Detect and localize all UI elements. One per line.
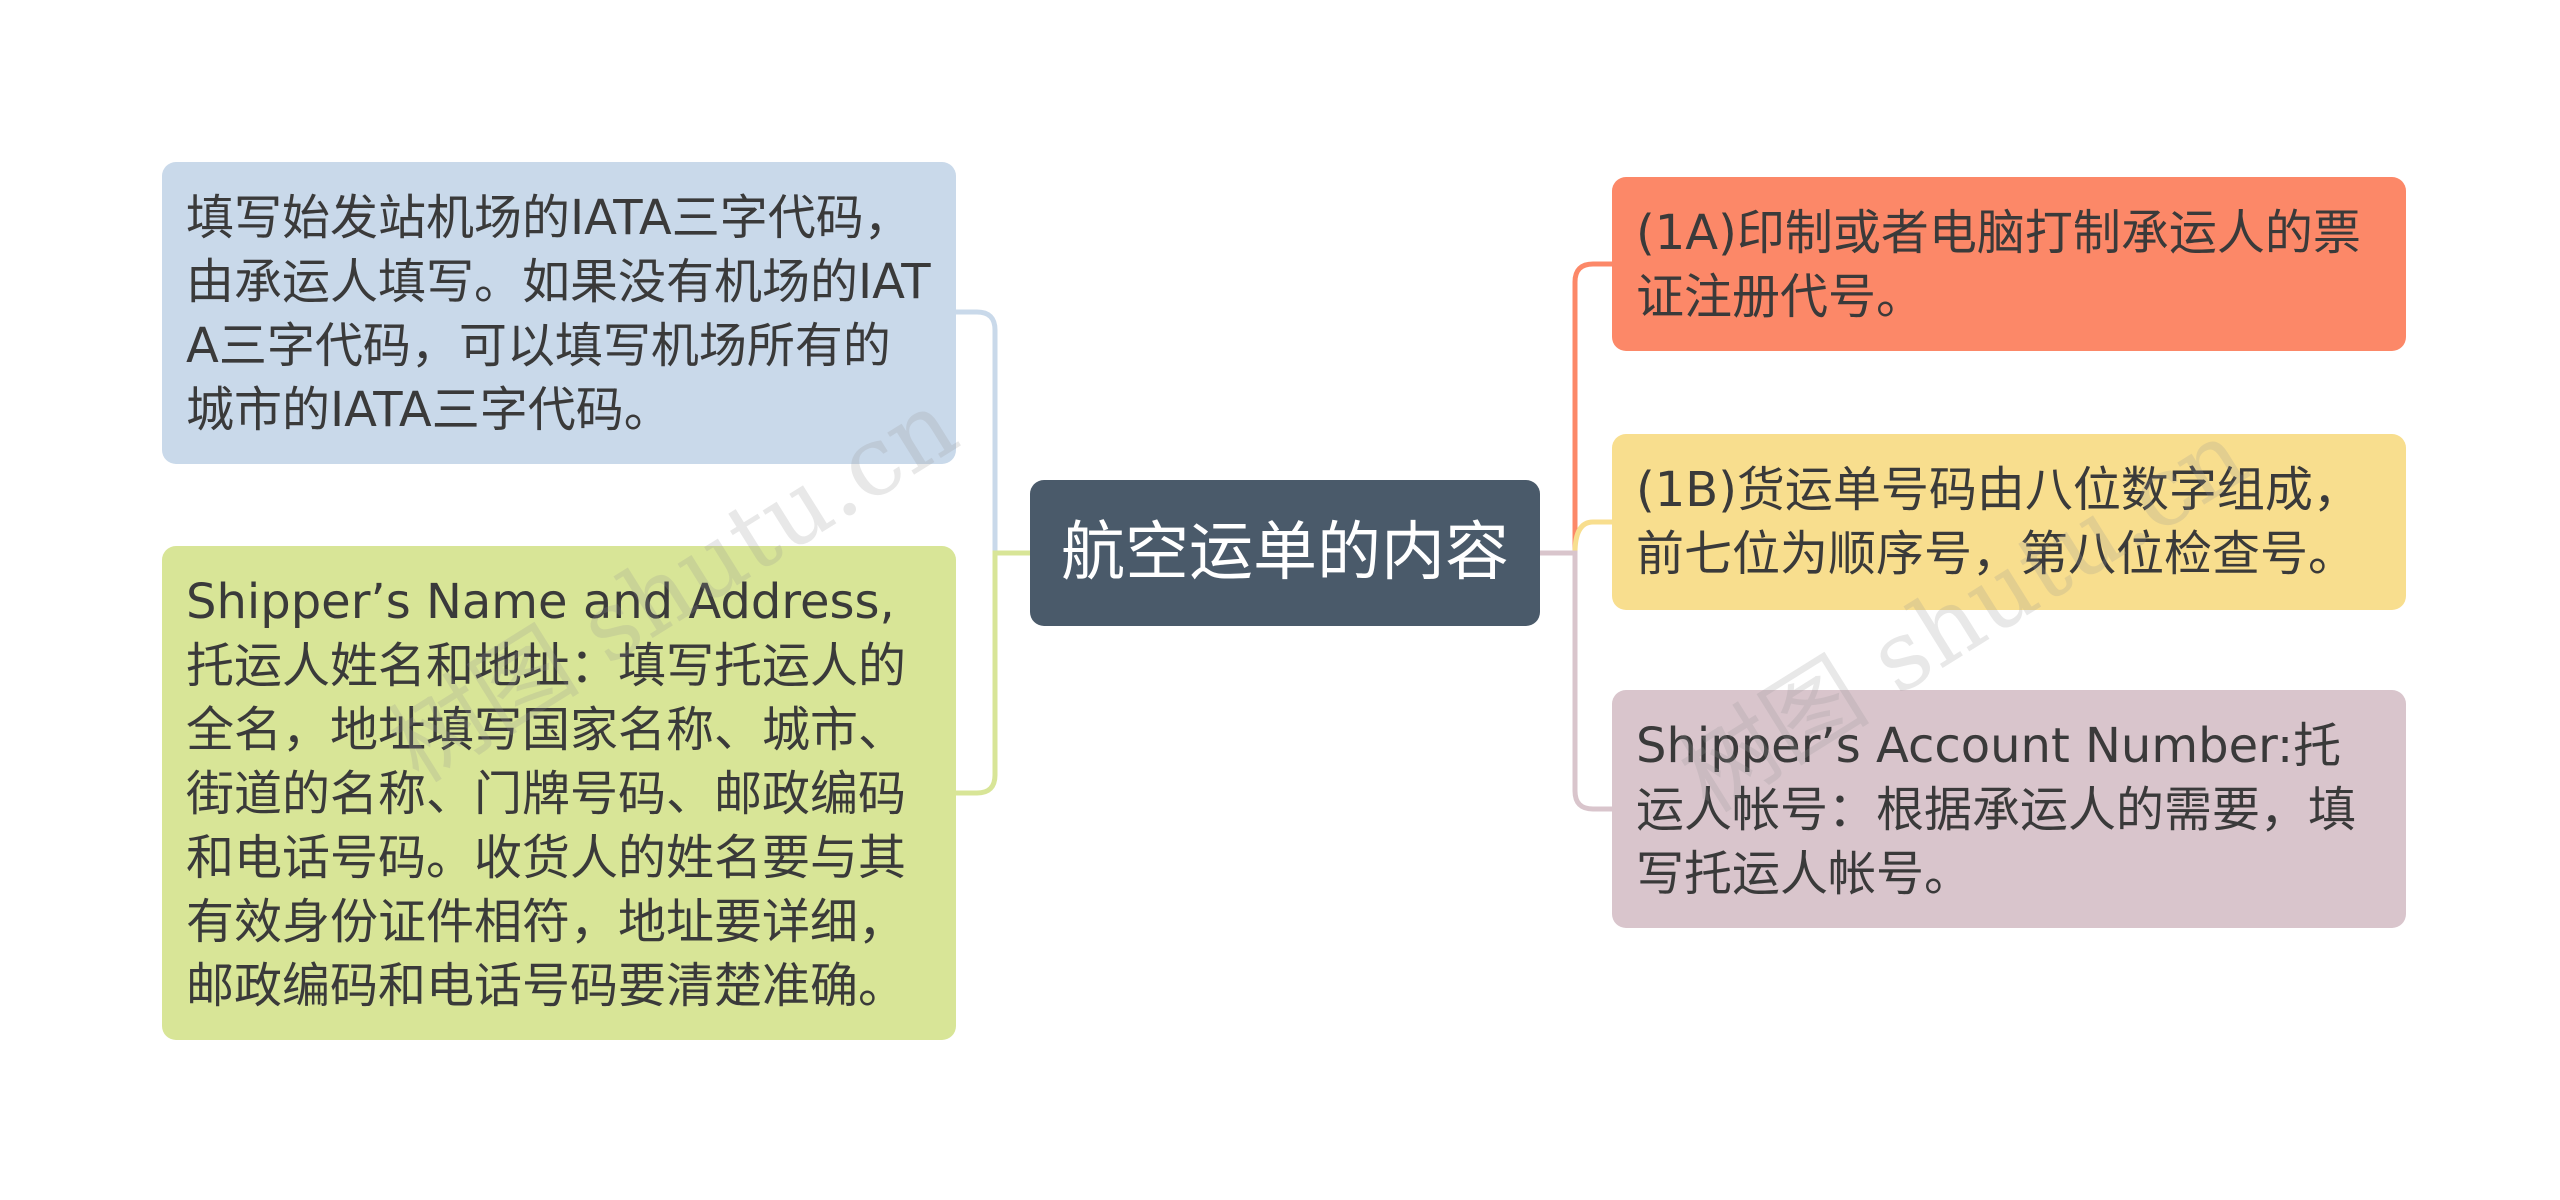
connector-left-top (956, 309, 1030, 556)
topic-node-1a-carrier-code[interactable]: (1A)印制或者电脑打制承运人的票证注册代号。 (1612, 177, 2406, 351)
connector-right-1 (1540, 261, 1612, 556)
connector-left-bottom (956, 550, 1030, 796)
topic-node-shipper-name-address[interactable]: Shipper’s Name and Address,托运人姓名和地址：填写托运… (162, 546, 956, 1040)
center-topic-node[interactable]: 航空运单的内容 (1030, 480, 1540, 626)
topic-node-iata-code[interactable]: 填写始发站机场的IATA三字代码，由承运人填写。如果没有机场的IATA三字代码，… (162, 162, 956, 464)
connector-right-3 (1540, 550, 1612, 812)
topic-node-shipper-account-number[interactable]: Shipper’s Account Number:托运人帐号：根据承运人的需要，… (1612, 690, 2406, 928)
topic-node-1b-waybill-number[interactable]: (1B)货运单号码由八位数字组成，前七位为顺序号，第八位检查号。 (1612, 434, 2406, 610)
